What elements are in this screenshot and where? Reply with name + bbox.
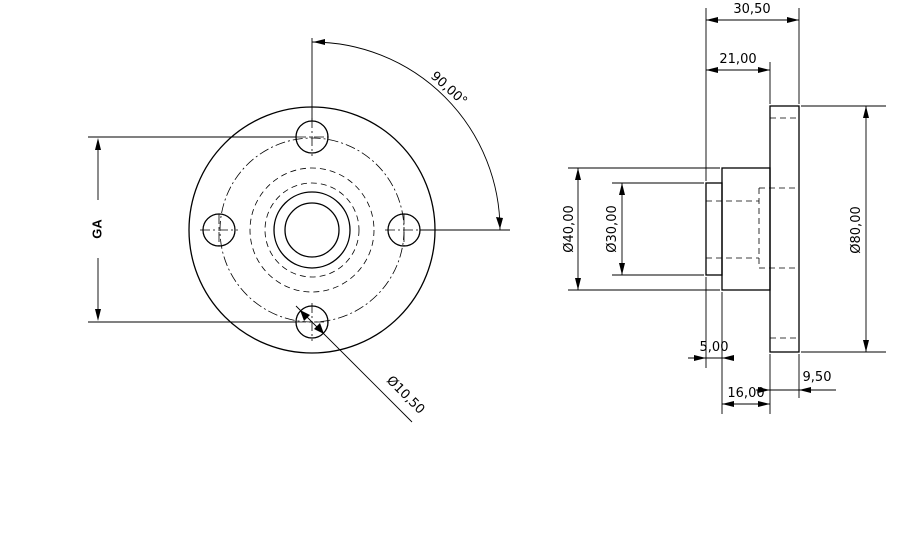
dim-hub-dia: Ø40,00 bbox=[562, 205, 577, 252]
dim-arrow bbox=[575, 278, 581, 290]
hidden-hub-circle bbox=[249, 167, 375, 293]
dim-arrow bbox=[758, 387, 770, 393]
angle-arrow bbox=[496, 217, 503, 229]
bolt-circle bbox=[219, 137, 405, 323]
dim-arrow bbox=[619, 183, 625, 195]
angle-arrow bbox=[313, 39, 325, 45]
dim-arrow bbox=[722, 401, 734, 407]
dim-hub-length: 21,00 bbox=[719, 52, 756, 67]
side-view: 30,50 21,00 Ø80,00 Ø40,00 Ø30,00 bbox=[562, 2, 886, 414]
bore-inner bbox=[284, 202, 340, 258]
dim-step-length: 5,00 bbox=[700, 340, 729, 355]
dim-total-length: 30,50 bbox=[733, 2, 770, 17]
angle-label: 90,00° bbox=[427, 69, 470, 109]
dim-arrow bbox=[575, 168, 581, 180]
dim-arrow bbox=[758, 401, 770, 407]
dim-flange-thickness: 9,50 bbox=[803, 370, 832, 385]
front-view: 90,00° GA Ø10,50 bbox=[88, 38, 510, 423]
dim-arrow bbox=[722, 355, 734, 361]
dim-arrow bbox=[619, 263, 625, 275]
dim-arrow bbox=[758, 67, 770, 73]
hidden-step-circle bbox=[264, 182, 360, 278]
dim-arrow bbox=[863, 106, 869, 118]
hub-step bbox=[705, 182, 723, 276]
dim-arrow bbox=[706, 17, 718, 23]
dim-arrow bbox=[787, 17, 799, 23]
hole-dia-arrow bbox=[300, 310, 310, 321]
flange-body bbox=[769, 105, 800, 353]
dim-bore-dia: Ø30,00 bbox=[605, 205, 620, 252]
pitch-label: GA bbox=[89, 219, 104, 239]
dim-arrow bbox=[694, 355, 706, 361]
pitch-arrow bbox=[95, 138, 101, 150]
hub-body bbox=[721, 167, 771, 291]
dim-hub-body-length: 16,00 bbox=[727, 386, 764, 401]
hole-dia-arrow bbox=[314, 323, 324, 334]
hole-dia-label: Ø10,50 bbox=[383, 373, 427, 417]
angle-arc bbox=[311, 41, 501, 231]
bore-outer bbox=[273, 191, 351, 269]
hole-dia-leader bbox=[295, 305, 413, 423]
pitch-arrow bbox=[95, 309, 101, 321]
dim-arrow bbox=[799, 387, 811, 393]
dim-arrow bbox=[706, 67, 718, 73]
dim-arrow bbox=[863, 340, 869, 352]
dim-flange-dia: Ø80,00 bbox=[849, 206, 864, 253]
